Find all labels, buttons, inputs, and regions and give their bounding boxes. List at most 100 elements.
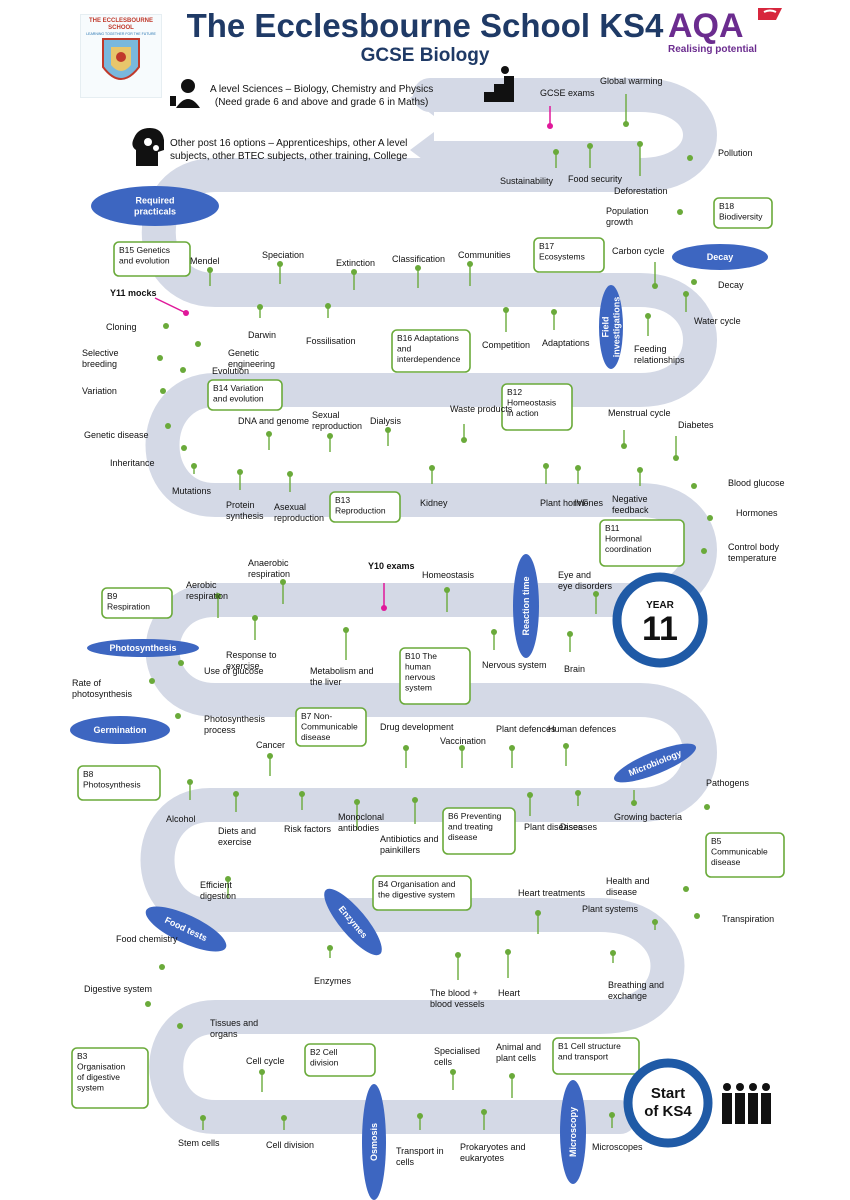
topic-pin-cell-division	[281, 1115, 287, 1130]
topic-pin-brain	[567, 631, 573, 652]
topic-pin-photosynthesis-process	[175, 713, 181, 719]
year11-number: 11	[642, 610, 678, 648]
topic-pin-classification	[415, 265, 421, 288]
oval-microscopy: Microscopy	[560, 1080, 586, 1184]
topic-pin-breathing-and-exchange	[610, 950, 616, 963]
topic-pin-drug-development	[403, 745, 409, 768]
topic-label-cell-cycle: Cell cycle	[246, 1056, 285, 1066]
topic-pin-genetic-engineering	[195, 341, 201, 347]
topic-pin-sustainability	[553, 149, 559, 168]
topic-pin-transpiration	[694, 913, 700, 919]
topic-label-competition: Competition	[482, 340, 531, 350]
topic-label-transpiration: Transpiration	[722, 914, 775, 924]
topic-label-cloning: Cloning	[106, 322, 137, 332]
page-subtitle: GCSE Biology	[360, 45, 490, 66]
topic-pin-plant-defences	[509, 745, 515, 768]
topic-label-the-blood-blood-vessels: The blood + blood vessels	[430, 988, 485, 1009]
topic-label-human-defences: Human defences	[548, 724, 617, 734]
topic-label-aerobic-respiration: Aerobic respiration	[186, 580, 229, 601]
topic-label-health-and-disease: Health and disease	[606, 876, 650, 897]
y11-mocks-label: Y11 mocks	[110, 288, 157, 298]
topic-label-plant-defences: Plant defences	[496, 724, 556, 734]
topic-label-cancer: Cancer	[256, 740, 286, 750]
topic-label-monoclonal-antibodies: Monoclonal antibodies	[338, 812, 385, 833]
topic-label-efficient-digestion: Efficient digestion	[200, 880, 237, 901]
topic-pin-use-of-glucose	[178, 660, 184, 666]
topic-label-alcohol: Alcohol	[166, 814, 196, 824]
topic-label-global-warming: Global warming	[600, 76, 663, 86]
topic-label-vaccination: Vaccination	[440, 736, 486, 746]
topic-label-extinction: Extinction	[336, 258, 376, 268]
topic-pin-plant-hormones	[543, 463, 549, 484]
oval-label: Photosynthesis	[109, 643, 176, 653]
head-gears-icon	[132, 128, 164, 166]
topic-label-brain: Brain	[564, 664, 586, 674]
topic-pin-heart	[505, 949, 511, 978]
topic-pin-communities	[467, 261, 473, 286]
topic-label-variation: Variation	[82, 386, 117, 396]
topic-pin-deforestation	[637, 141, 643, 176]
topic-label-tissues-and-organs: Tissues and organs	[210, 1018, 259, 1039]
topic-label-dialysis: Dialysis	[370, 416, 402, 426]
topic-label-genetic-disease: Genetic disease	[84, 430, 149, 440]
a-level-option: A level Sciences – Biology, Chemistry an…	[210, 84, 434, 108]
post16-option: Other post 16 options – Apprenticeships,…	[170, 138, 408, 162]
topic-label-heart-treatments: Heart treatments	[518, 888, 586, 898]
topic-pin-anaerobic-respiration	[280, 579, 286, 604]
topic-label-nervous-system: Nervous system	[482, 660, 547, 670]
oval-reaction-time: Reaction time	[513, 554, 539, 658]
topic-label-ivf: IVF	[574, 498, 589, 508]
oval-field-investigations: Fieldinvestigations	[599, 285, 623, 369]
topic-label-rate-of-photosynthesis: Rate of photosynthesis	[72, 678, 133, 699]
topic-label-sexual-reproduction: Sexual reproduction	[312, 410, 363, 431]
topic-label-animal-and-plant-cells: Animal and plant cells	[496, 1042, 542, 1063]
school-logo: THE ECCLESBOURNE SCHOOL LEARNING TOGETHE…	[80, 14, 162, 98]
page-title: The Ecclesbourne School KS4	[186, 7, 664, 44]
topic-label-heart: Heart	[498, 988, 521, 998]
topic-label-plant-diseases: Plant diseases	[524, 822, 583, 832]
topic-pin-vaccination	[459, 745, 465, 768]
oval-label: Osmosis	[369, 1123, 379, 1161]
topic-pin-the-blood-blood-vessels	[455, 952, 461, 980]
topic-label-mendel: Mendel	[190, 256, 220, 266]
topic-label-feeding-relationships: Feeding relationships	[634, 344, 685, 365]
topic-pin-menstrual-cycle	[621, 430, 627, 449]
topic-label-drug-development: Drug development	[380, 722, 454, 732]
school-crest-icon	[102, 38, 140, 80]
topic-label-eye-and-eye-disorders: Eye and eye disorders	[558, 570, 613, 591]
topic-pin-heart-treatments	[535, 910, 541, 934]
person-icon	[170, 79, 200, 108]
topic-pin-health-and-disease	[683, 886, 689, 892]
topic-label-diets-and-exercise: Diets and exercise	[218, 826, 257, 847]
topic-pin-mutations	[191, 463, 197, 474]
topic-label-decay: Decay	[718, 280, 744, 290]
topic-pin-negative-feedback	[637, 467, 643, 486]
topic-pin-human-defences	[563, 743, 569, 766]
topic-pin-pathogens	[704, 804, 710, 810]
topic-label-metabolism-and-the-liver: Metabolism and the liver	[310, 666, 374, 687]
school-logo-motto: LEARNING TOGETHER FOR THE FUTURE	[86, 32, 156, 36]
topic-label-adaptations: Adaptations	[542, 338, 590, 348]
topic-pin-cancer	[267, 753, 273, 776]
topic-label-population-growth: Population growth	[606, 206, 649, 227]
topic-label-response-to-exercise: Response to exercise	[226, 650, 277, 671]
topic-label-risk-factors: Risk factors	[284, 824, 332, 834]
topic-label-breathing-and-exchange: Breathing and exchange	[608, 980, 665, 1001]
topic-pin-mendel	[207, 267, 213, 286]
topic-pin-diets-and-exercise	[233, 791, 239, 812]
